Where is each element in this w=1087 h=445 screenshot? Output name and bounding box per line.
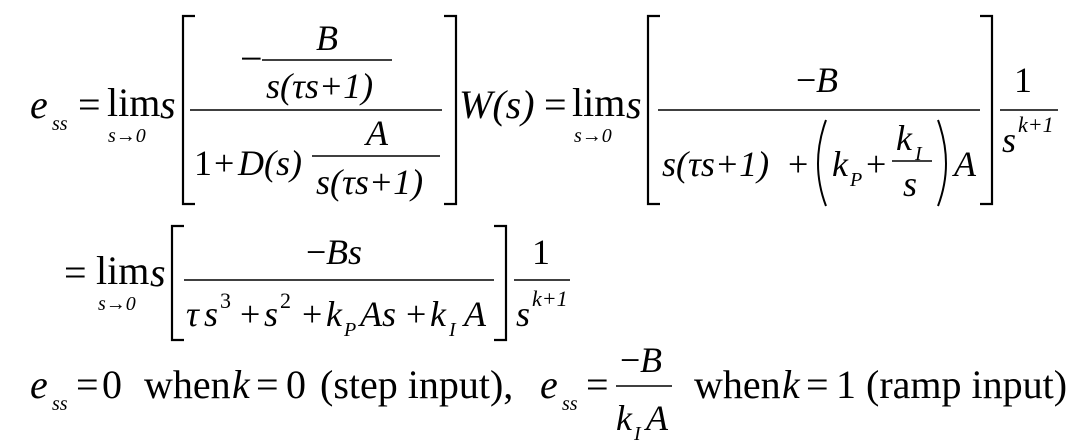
minus-sign-3: − — [306, 232, 326, 272]
right-bracket — [444, 14, 458, 206]
equation-line-2: = lim s→0 s − Bs τ s 3 + s 2 + k P As + … — [64, 224, 570, 342]
exponent-3: 3 — [220, 288, 231, 313]
minus-sign-4: − — [620, 340, 640, 380]
equals-sign-6: = — [586, 362, 609, 407]
when-text: when — [144, 362, 231, 407]
lim-operator: lim — [107, 80, 160, 125]
I-subscript: I — [914, 143, 923, 165]
right-paren — [937, 119, 947, 207]
P-subscript-2: P — [343, 319, 356, 341]
k-I-term: k — [430, 294, 447, 334]
k-symbol: k — [832, 144, 849, 184]
W-of-s: W(s) — [459, 82, 535, 127]
A-symbol-2: A — [952, 144, 977, 184]
I-subscript-3: I — [633, 423, 642, 445]
I-subscript-2: I — [448, 319, 457, 341]
ss-subscript-2: ss — [52, 393, 68, 415]
k-plus-1-exponent: k+1 — [1018, 112, 1054, 137]
right-bracket-3 — [494, 224, 508, 342]
plus-sign-3: + — [866, 144, 886, 184]
denominator-s-tau: s(τs+1) — [266, 66, 373, 106]
A-term: A — [462, 294, 487, 334]
ramp-input-text: (ramp input) — [866, 362, 1067, 407]
equals-sign-2: = — [544, 82, 567, 127]
s-base-2: s — [516, 294, 530, 334]
P-subscript: P — [849, 169, 862, 191]
one-value: 1 — [836, 362, 856, 407]
exponent-2: 2 — [280, 288, 291, 313]
equals-sign-3: = — [64, 250, 87, 295]
B-symbol-3: B — [640, 340, 662, 380]
left-bracket-2 — [646, 14, 660, 206]
As-term: As — [358, 294, 396, 334]
k-I-final: k — [616, 398, 633, 438]
when-text-2: when — [694, 362, 781, 407]
equals-sign: = — [78, 82, 101, 127]
e-symbol-2: e — [30, 362, 48, 407]
left-bracket-3 — [170, 224, 184, 342]
s-term-1: s — [204, 294, 218, 334]
plus-sign: + — [214, 143, 234, 183]
equation-line-1: e ss = lim s→0 s − B s(τs+1) 1 + D(s) A … — [30, 14, 1058, 207]
k-I-numerator: k — [896, 118, 913, 158]
zero-value: 0 — [102, 362, 122, 407]
B-symbol: B — [316, 18, 338, 58]
lim-subscript: s→0 — [108, 125, 146, 147]
A-final: A — [644, 398, 669, 438]
s-variable-2: s — [626, 82, 642, 127]
lim-operator-2: lim — [572, 80, 625, 125]
left-paren — [817, 119, 827, 207]
s-variable: s — [160, 82, 176, 127]
s-variable-3: s — [150, 250, 166, 295]
s-term-2: s — [264, 294, 278, 334]
plus-sign-4: + — [240, 294, 260, 334]
lim-operator-3: lim — [96, 248, 149, 293]
equals-sign-7: = — [806, 362, 829, 407]
A-symbol: A — [364, 113, 389, 153]
one-numerator: 1 — [1014, 60, 1032, 100]
denominator-s-tau-2: s(τs+1) — [316, 162, 423, 202]
right-bracket-2 — [980, 14, 994, 206]
k-P-term: k — [326, 294, 343, 334]
one-numerator-2: 1 — [532, 232, 550, 272]
minus-sign-2: − — [796, 60, 816, 100]
lim-subscript-3: s→0 — [98, 293, 136, 315]
ss-subscript-3: ss — [562, 393, 578, 415]
plus-sign-5: + — [302, 294, 322, 334]
Bs-symbol: Bs — [326, 232, 362, 272]
equals-sign-4: = — [76, 362, 99, 407]
B-symbol-2: B — [816, 60, 838, 100]
plus-sign-6: + — [406, 294, 426, 334]
lim-subscript-2: s→0 — [574, 125, 612, 147]
e-symbol: e — [30, 82, 48, 127]
k-variable: k — [232, 362, 251, 407]
e-symbol-3: e — [540, 362, 558, 407]
s-base: s — [1002, 120, 1016, 160]
zero-value-2: 0 — [286, 362, 306, 407]
D-of-s: D(s) — [237, 143, 302, 183]
k-variable-2: k — [782, 362, 801, 407]
one-symbol: 1 — [194, 143, 212, 183]
tau-symbol: τ — [186, 294, 200, 334]
s-denominator: s — [903, 164, 917, 204]
k-plus-1-exponent-2: k+1 — [532, 286, 568, 311]
plus-sign-2: + — [788, 144, 808, 184]
step-input-text: (step input), — [320, 362, 513, 407]
minus-sign: − — [240, 36, 263, 81]
ss-subscript: ss — [52, 113, 68, 135]
equation-line-3: e ss = 0 when k = 0 (step input), e ss =… — [30, 340, 1067, 445]
equals-sign-5: = — [256, 362, 279, 407]
s-tau-s-plus-1: s(τs+1) — [662, 144, 769, 184]
left-bracket — [181, 14, 195, 206]
